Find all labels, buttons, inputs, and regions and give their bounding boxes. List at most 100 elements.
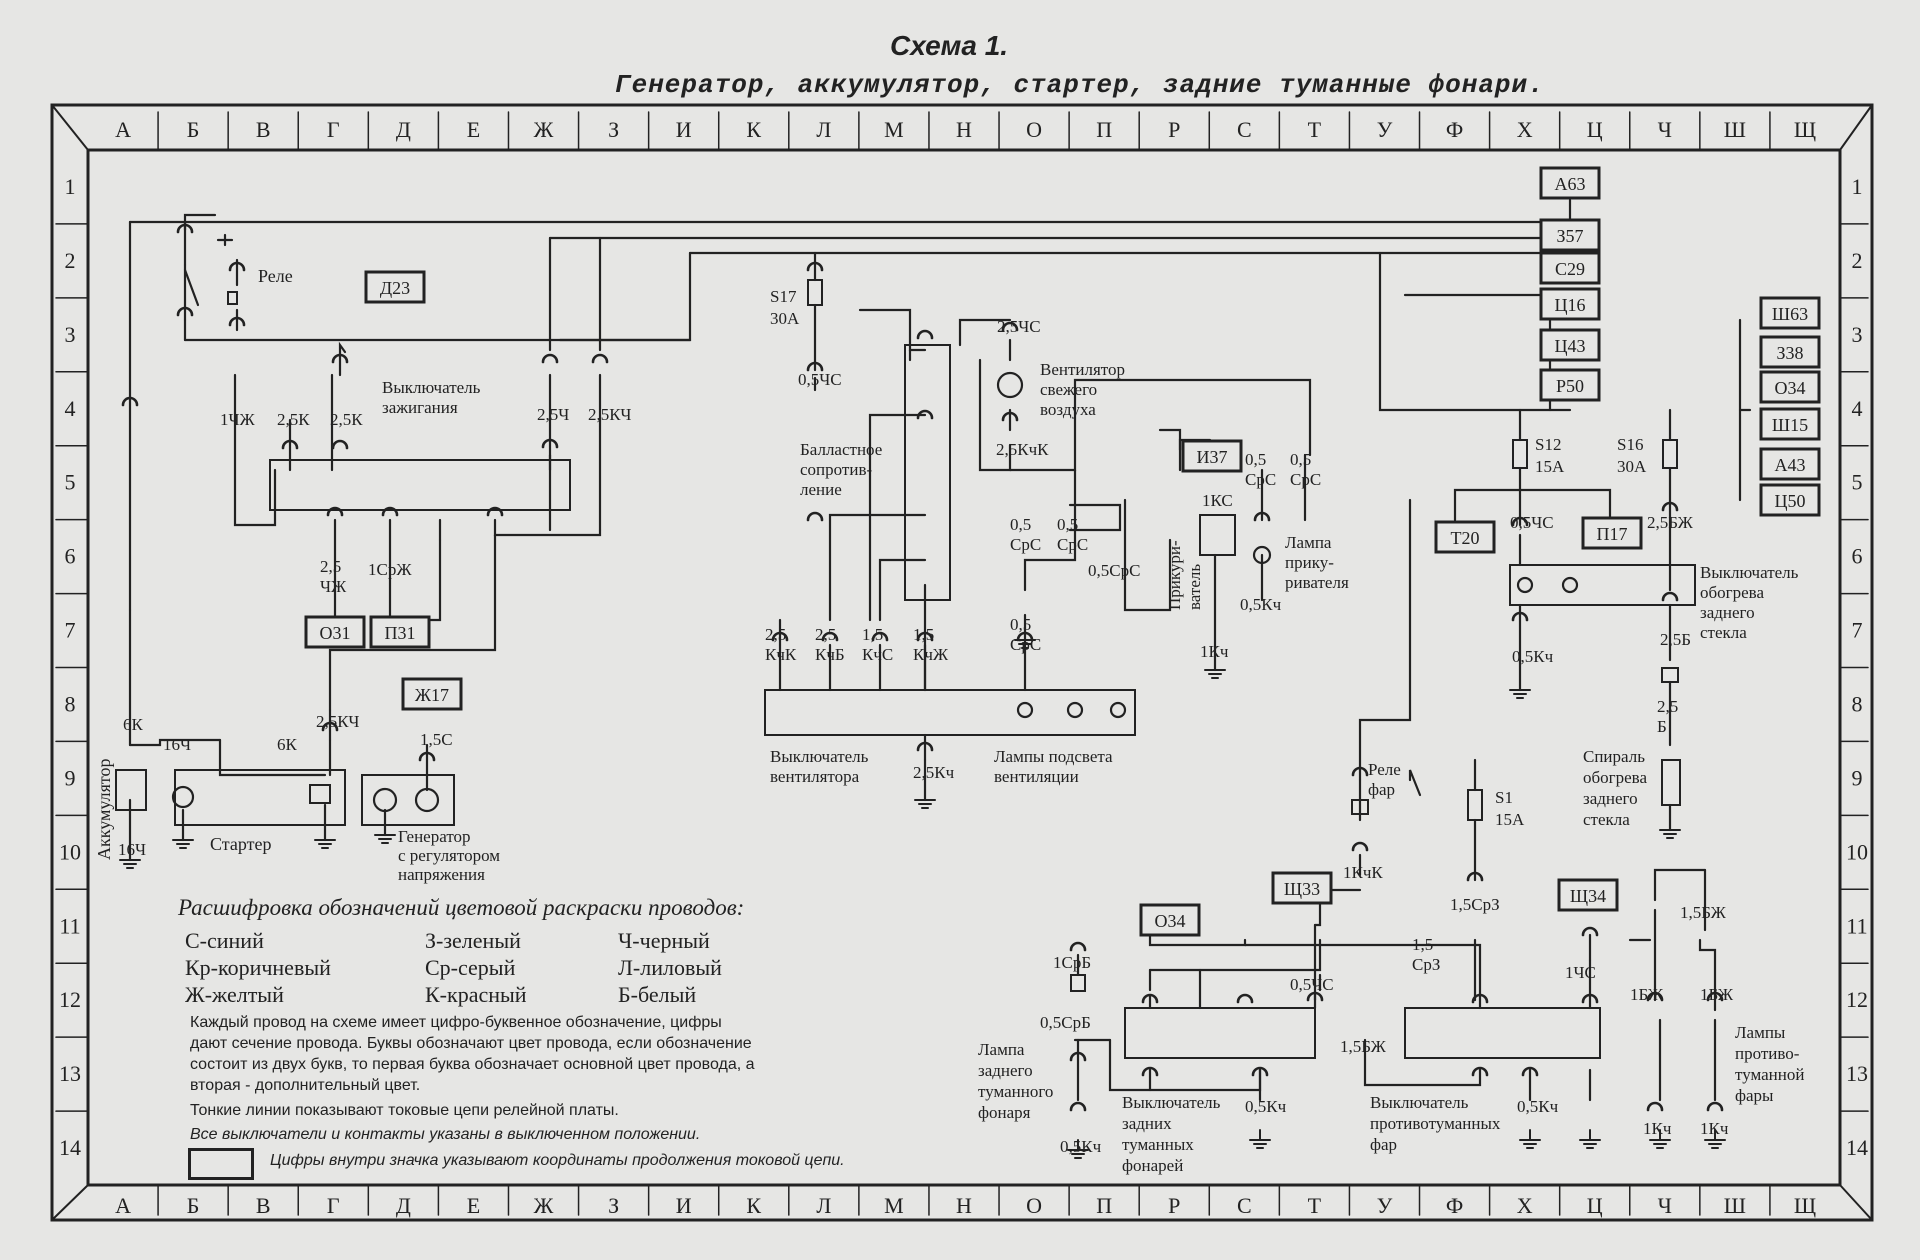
wire-label-w-25chs: 2,5ЧС [997,317,1041,336]
ref-box-zh17: Ж17 [415,685,449,705]
row-label-left-8: 8 [65,691,76,716]
ignition-switch-label-line-2: зажигания [382,398,458,417]
column-label-bottom-13: Н [956,1193,972,1218]
note-line-2: дают сечение провода. Буквы обозначают ц… [190,1035,752,1052]
ground-icon-10 [1519,1129,1541,1149]
rear-heat-switch-label-line-1: Выключатель [1700,563,1799,582]
column-label-bottom-19: У [1377,1193,1393,1218]
connector-15 [321,721,339,732]
connector-10 [541,438,559,449]
row-label-left-5: 5 [65,470,76,495]
battery-label: Аккумулятор [94,759,114,861]
generator-label-line-1: Генератор [398,827,471,846]
connector-11 [326,506,344,517]
rear-fog-lamp-label-line-1: Лампа [978,1040,1025,1059]
row-label-left-2: 2 [65,248,76,273]
connector-48 [1471,1066,1489,1077]
row-label-left-10: 10 [59,839,81,864]
ref-box-frame [1271,871,1333,905]
row-label-left-7: 7 [65,618,76,643]
row-label-right-4: 4 [1852,396,1863,421]
column-label-top-14: О [1026,117,1042,142]
wire-label-w-1kch-a: 1Кч [1643,1119,1672,1138]
legend-blue: С-синий [185,928,264,953]
ref-box-frame [1759,335,1821,369]
ref-box-frame [1539,251,1601,285]
ref-box-frame [1557,878,1619,912]
ref-box-o34: О34 [1155,911,1186,931]
column-label-bottom-17: С [1237,1193,1252,1218]
connector-30 [821,631,839,642]
wire-label-w-1bzh-a: 1БЖ [1630,985,1664,1004]
ground-icon-8 [1067,1139,1089,1159]
column-label-top-22: Ц [1587,117,1603,142]
ref-box-frame [1759,296,1821,330]
row-label-left-9: 9 [65,765,76,790]
connector-16 [418,751,436,762]
wire-label-w-srs2-line-1: 0,5 [1057,515,1078,534]
fuse-s1-label-line-1: S1 [1495,788,1513,807]
column-label-top-25: Щ [1794,117,1816,142]
wire-label-w-05chs-s17: 0,5ЧС [798,370,842,389]
connector-52 [1706,991,1724,1002]
legend-lilac: Л-лиловый [618,955,722,980]
connector-49 [1521,1066,1539,1077]
diagram-subtitle: Генератор, аккумулятор, стартер, задние … [615,70,1545,100]
row-label-right-1: 1 [1852,174,1863,199]
note-line-4: вторая - дополнительный цвет. [190,1077,421,1094]
connector-26 [1661,501,1679,512]
fuse-s17-label-line-1: S17 [770,287,797,306]
ground-icon-9 [1249,1129,1271,1149]
legend-ref-box-sample [188,1148,254,1180]
ref-box-frame [364,270,426,304]
ground-icon-3 [374,824,396,844]
column-label-bottom-11: Л [816,1193,831,1218]
labels: РелеВыключательзажиганияВентиляторсвежег… [94,266,1804,1175]
rear-fog-switch-label-line-1: Выключатель [1122,1093,1221,1112]
ref-box-sh63: Ш63 [1772,304,1808,324]
note-line-5: Тонкие линии показывают токовые цепи рел… [190,1102,619,1119]
ground-icon-6 [1509,679,1531,699]
ref-box-sch33: Щ33 [1284,879,1320,899]
headlight-relay-label-line-1: Реле [1368,760,1401,779]
wire-label-w-25b2-line-2: Б [1657,717,1667,736]
row-label-left-3: 3 [65,322,76,347]
ref-box-frame [1539,166,1601,200]
fog-lamps-label-line-2: противо- [1735,1044,1800,1063]
row-label-left-4: 4 [65,396,76,421]
column-label-top-21: Х [1517,117,1533,142]
wire-label-w-srs5-line-1: 0,5 [1010,615,1031,634]
legend-red: К-красный [425,982,527,1007]
column-label-top-12: М [884,117,904,142]
ref-box-frame [1539,328,1601,362]
fuse-s16-label-line-1: S16 [1617,435,1643,454]
ref-box-o31: О31 [320,623,351,643]
ground-icon-13 [1704,1129,1726,1149]
column-label-bottom-14: О [1026,1193,1042,1218]
wire-label-w-f1-line-2: КчК [765,645,797,664]
column-label-top-7: Ж [534,117,554,142]
fuse-s17-label-line-2: 30A [770,309,800,328]
column-label-bottom-1: А [115,1193,131,1218]
lighter-lamp-label-line-1: Лампа [1285,533,1332,552]
fan-motor-label-line-2: свежего [1040,380,1097,399]
connector-21 [916,409,934,420]
ref-box-frame [1581,516,1643,550]
column-label-top-9: И [676,117,692,142]
cig-lighter-label-line-1: Прикури- [1165,540,1184,610]
lighter-lamp-label-line-2: прику- [1285,553,1334,572]
fog-switch-label-line-3: фар [1370,1135,1397,1154]
column-label-bottom-18: Т [1308,1193,1322,1218]
wire-label-w-05kch-f1: 0,5Кч [1060,1137,1102,1156]
wire-label-w-1chzh: 1ЧЖ [220,410,256,429]
connector-27 [1511,611,1529,622]
ref-box-ts50: Ц50 [1775,491,1806,511]
column-label-top-18: Т [1308,117,1322,142]
ref-box-frame [1139,903,1201,937]
wire-label-w-15bzh2: 1,5БЖ [1680,903,1727,922]
ref-box-frame [1539,218,1601,252]
ignition-switch-label-line-1: Выключатель [382,378,481,397]
cig-lighter-label-line-2: ватель [1185,564,1204,610]
wire-label-w-f3-line-2: КчС [862,645,893,664]
